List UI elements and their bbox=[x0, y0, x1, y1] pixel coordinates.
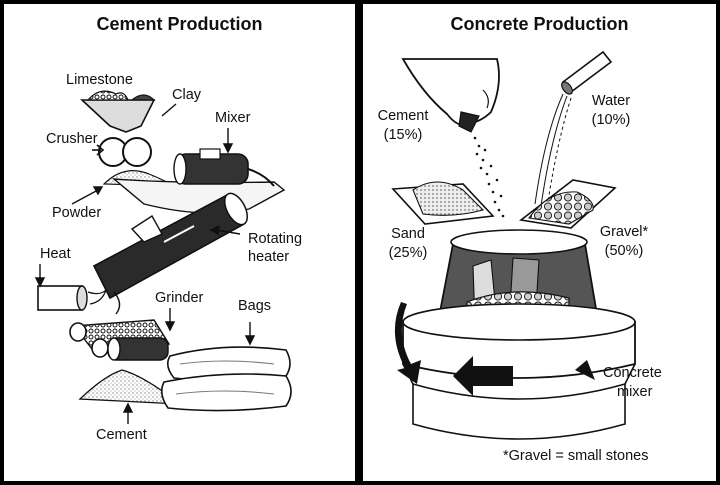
rotating-heater bbox=[92, 192, 249, 315]
cement-production-title: Cement Production bbox=[96, 14, 263, 34]
powder-label: Powder bbox=[52, 205, 102, 221]
gravel-ingredient-percent: (50%) bbox=[604, 243, 644, 259]
rotating-heater-label-line1: Rotating bbox=[248, 231, 303, 247]
limestone-label: Limestone bbox=[66, 72, 133, 88]
bags-label: Bags bbox=[238, 298, 272, 314]
crusher-rollers bbox=[92, 137, 152, 167]
gravel-tray bbox=[519, 179, 617, 229]
concrete-production-title: Concrete Production bbox=[450, 14, 629, 34]
water-ingredient-percent: (10%) bbox=[591, 112, 631, 128]
mixer-label: Mixer bbox=[215, 110, 251, 126]
concrete-mixer-label-line1: Concrete bbox=[603, 365, 662, 381]
rotation-arrows bbox=[394, 302, 595, 396]
concrete-process-illustration bbox=[391, 50, 636, 440]
clay-label: Clay bbox=[172, 87, 202, 103]
cement-production-panel: Cement Production bbox=[4, 4, 355, 481]
sand-ingredient-name: Sand bbox=[391, 226, 425, 242]
mixer-drum bbox=[173, 148, 275, 187]
sand-tray bbox=[391, 181, 495, 225]
grinder bbox=[69, 319, 171, 361]
cement-bags bbox=[160, 346, 292, 412]
water-ingredient-name: Water bbox=[591, 93, 631, 109]
cement-output-label: Cement bbox=[96, 427, 147, 443]
rotating-heater-label-line2: heater bbox=[248, 249, 290, 265]
cement-ingredient-percent: (15%) bbox=[383, 127, 423, 143]
heat-burner bbox=[37, 285, 107, 311]
gravel-ingredient-name: Gravel* bbox=[599, 224, 649, 240]
crusher-label: Crusher bbox=[46, 131, 98, 147]
cement-process-illustration bbox=[34, 90, 292, 424]
pointer-arrows bbox=[34, 103, 256, 424]
water-pipe bbox=[534, 50, 613, 209]
grinder-label: Grinder bbox=[155, 290, 204, 306]
cement-ingredient-name: Cement bbox=[377, 108, 429, 124]
heat-label: Heat bbox=[40, 246, 71, 262]
gravel-footnote: *Gravel = small stones bbox=[503, 448, 649, 464]
sand-ingredient-percent: (25%) bbox=[388, 245, 428, 261]
cement-bag bbox=[401, 58, 500, 133]
concrete-mixer-label-line2: mixer bbox=[617, 384, 653, 400]
cement-stream bbox=[473, 136, 505, 218]
concrete-production-panel: Concrete Production bbox=[363, 4, 716, 481]
hopper bbox=[79, 90, 156, 133]
concrete-mixer bbox=[402, 229, 636, 440]
